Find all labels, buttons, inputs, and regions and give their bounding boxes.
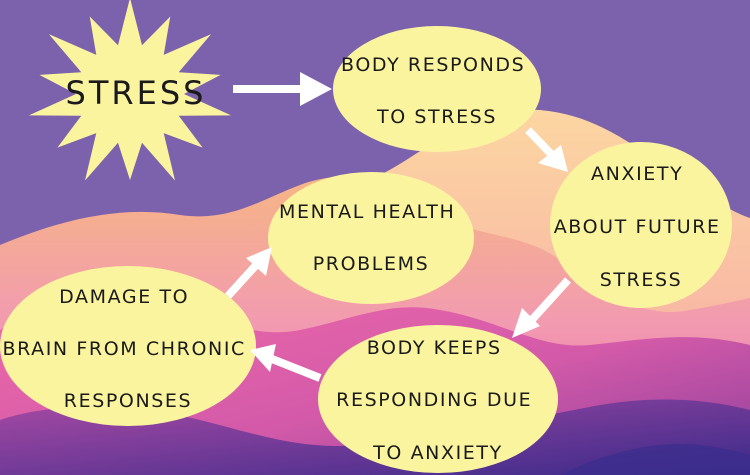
bubble-damage-brain: [0, 266, 256, 426]
stress-label: STRESS: [66, 74, 207, 112]
bubble-body-responds: [333, 26, 541, 152]
bubble-body-keeps: [318, 325, 558, 473]
arrow-anxiety-to-body-keeps: [527, 277, 571, 325]
bubble-anxiety-future: [550, 142, 732, 308]
wave-deep: [560, 444, 750, 475]
arrow-body-responds-to-anxiety: [525, 127, 555, 158]
node-label-damage-brain: DAMAGE TO BRAIN FROM CHRONIC RESPONSES: [2, 286, 253, 412]
arrow-anxiety-to-body-keeps-head: [512, 308, 540, 338]
node-label-anxiety-future: ANXIETY ABOUT FUTURE STRESS: [554, 163, 729, 291]
arrow-body-keeps-to-damage-head: [250, 344, 276, 372]
arrow-damage-to-mental-health: [225, 261, 260, 299]
arrow-stress-to-body-responds-head: [300, 72, 332, 106]
stress-starburst: [28, 0, 232, 181]
node-label-body-keeps: BODY KEEPS RESPONDING DUE TO ANXIETY: [336, 337, 540, 464]
bubble-mental-health: [268, 172, 474, 304]
arrow-body-keeps-to-damage: [270, 355, 322, 382]
arrow-damage-to-mental-health-head: [246, 247, 272, 276]
wave-violet: [0, 399, 750, 475]
node-label-body-responds: BODY RESPONDS TO STRESS: [341, 54, 533, 128]
arrow-body-responds-to-anxiety-head: [538, 145, 568, 172]
node-label-mental-health: MENTAL HEALTH PROBLEMS: [279, 201, 463, 275]
